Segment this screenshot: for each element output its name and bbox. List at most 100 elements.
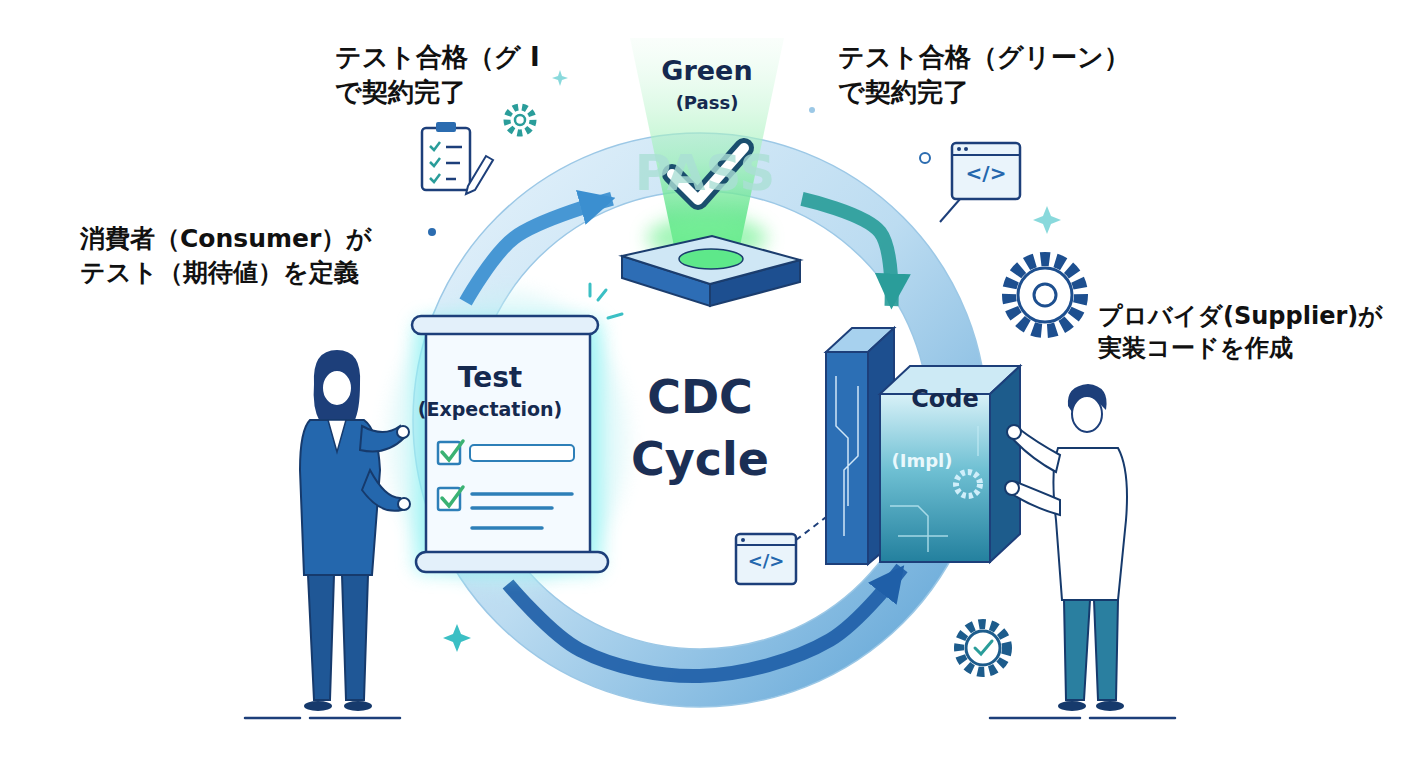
code-window-icon xyxy=(952,143,1020,199)
gear-icon xyxy=(507,107,533,133)
ground-line xyxy=(990,717,1080,720)
node-title: Code xyxy=(890,384,1000,414)
code-icon-text: </> xyxy=(736,549,796,573)
clipboard-icon xyxy=(422,122,493,194)
node-title: Test xyxy=(420,360,560,395)
node-title: Green xyxy=(612,54,802,88)
cycle-arrow xyxy=(466,199,612,302)
ground-line xyxy=(245,717,300,720)
consumer-figure xyxy=(342,575,368,700)
consumer-figure xyxy=(314,350,361,422)
test-scroll-outline xyxy=(402,302,614,584)
gear-icon xyxy=(975,641,992,654)
code-window-icon xyxy=(736,544,796,546)
panel-front xyxy=(826,352,868,564)
node-subtitle: (Expectation) xyxy=(405,398,575,422)
cycle-arrow xyxy=(802,199,892,306)
test-scroll: Test (Expectation) xyxy=(402,302,614,584)
ground-line xyxy=(1090,717,1175,720)
code-icon-text: </> xyxy=(952,160,1020,187)
supplier-figure xyxy=(1007,425,1021,439)
supplier-figure xyxy=(1094,600,1118,700)
callout-text: テスト合格（グリーン） で契約完了 xyxy=(838,40,1138,110)
sparkle-strokes xyxy=(590,284,622,318)
scroll-glow xyxy=(414,318,602,574)
scroll-halo xyxy=(388,290,628,590)
code-window-icon xyxy=(952,154,1020,156)
consumer-figure xyxy=(304,701,332,711)
consumer-figure xyxy=(322,370,352,406)
supplier-figure xyxy=(1058,701,1086,711)
text-lines xyxy=(472,494,572,528)
gear-icon xyxy=(1018,268,1072,322)
scroll-body xyxy=(426,326,590,558)
cycle-title: CDC Cycle xyxy=(620,366,780,490)
sparkle-strokes xyxy=(589,284,592,296)
gear-icon xyxy=(1009,259,1081,331)
code-window-icon xyxy=(964,147,968,151)
circuit-lines xyxy=(890,426,978,552)
decor-dots xyxy=(809,107,815,113)
consumer-figure xyxy=(328,420,346,452)
supplier-figure xyxy=(1096,701,1124,711)
clipboard-icon xyxy=(430,142,440,182)
code-cube-outline xyxy=(818,306,1028,568)
gear-icon xyxy=(507,107,533,133)
cycle-arrow xyxy=(508,568,902,676)
platform-top xyxy=(622,236,800,284)
code-window-icon xyxy=(741,538,745,542)
cube-front xyxy=(880,394,990,562)
node-subtitle: (Pass) xyxy=(612,92,802,115)
decor-dots xyxy=(920,153,930,163)
pass-button xyxy=(679,249,743,269)
consumer-figure xyxy=(362,470,402,511)
clipboard-icon xyxy=(446,147,462,179)
consumer-figure xyxy=(308,575,334,700)
gear-icon xyxy=(1009,259,1081,331)
scroll-roll xyxy=(416,552,608,572)
sparkle-strokes xyxy=(608,314,622,318)
gear-icon xyxy=(515,115,525,125)
code-window-icon xyxy=(940,199,960,222)
check-mark xyxy=(442,487,463,506)
gear-icon xyxy=(966,631,1000,665)
sparkle-strokes xyxy=(598,290,606,300)
code-window-icon xyxy=(957,147,961,151)
sparkle-icon xyxy=(1033,206,1061,234)
clipboard-icon xyxy=(422,128,470,190)
supplier-figure xyxy=(1064,600,1090,700)
code-window-icon xyxy=(940,143,1020,222)
cube-side xyxy=(990,366,1020,562)
clipboard-icon xyxy=(466,156,493,194)
supplier-figure xyxy=(1005,481,1019,495)
input-bar xyxy=(470,445,574,461)
sparkle-icon xyxy=(443,624,471,652)
ground-line xyxy=(310,717,400,720)
ground-line xyxy=(245,717,1175,720)
code-window-icon xyxy=(736,534,796,584)
consumer-figure xyxy=(300,350,410,711)
gear-icon xyxy=(959,624,1007,672)
callout-text: 消費者（Consumer）が テスト（期待値）を定義 xyxy=(80,222,385,290)
scroll-halo xyxy=(388,290,628,590)
consumer-figure xyxy=(397,426,409,438)
clipboard-icon xyxy=(436,122,456,132)
code-cube: Code (Impl) xyxy=(818,306,1028,568)
circuit-lines xyxy=(836,376,858,536)
watermark-text: PASS xyxy=(600,140,810,208)
supplier-figure xyxy=(1072,396,1102,432)
supplier-figure xyxy=(1005,384,1127,711)
gear-icon xyxy=(956,472,980,496)
consumer-figure xyxy=(398,498,410,510)
supplier-figure xyxy=(1053,448,1127,600)
scroll-roll xyxy=(412,316,598,334)
gear-icon xyxy=(1034,284,1056,306)
decor-dots xyxy=(428,228,436,236)
node-subtitle: (Impl) xyxy=(882,450,962,473)
callout-text: テスト合格（グ I で契約完了 xyxy=(335,40,550,110)
callout-text: プロバイダ(Supplier)が 実装コードを作成 xyxy=(1098,300,1403,365)
sparkle-icon xyxy=(552,70,568,86)
consumer-figure xyxy=(344,701,372,711)
check-mark xyxy=(442,441,463,460)
